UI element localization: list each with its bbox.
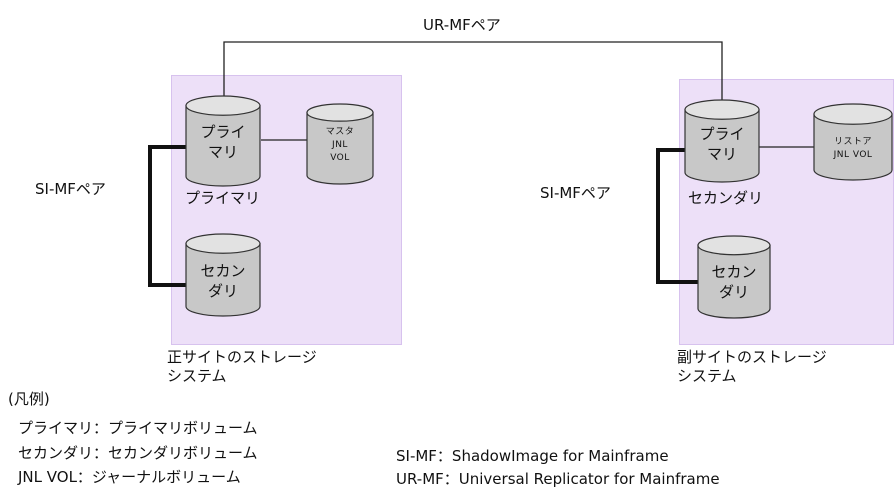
master-jnl-text: マスタ JNL VOL — [325, 127, 355, 163]
legend-item-primary: プライマリ：プライマリボリューム — [18, 419, 258, 437]
legend-item-jnl: JNL VOL：ジャーナルボリューム — [18, 468, 241, 486]
legend-abbrev-ur-mf: UR-MF：Universal Replicator for Mainframe — [396, 470, 720, 488]
ur-mf-pair-label: UR-MFペア — [423, 16, 501, 34]
si-mf-pair-label-right: SI-MFペア — [540, 184, 611, 202]
primary-volume-cylinder-right — [684, 99, 760, 183]
primary-volume-text-left: プライ マリ — [200, 123, 246, 161]
legend-abbrev-si-mf: SI-MF：ShadowImage for Mainframe — [396, 447, 669, 465]
secondary-volume-text-left: セカン ダリ — [200, 262, 246, 300]
si-mf-pair-line-left — [148, 145, 187, 287]
secondary-site-label: 副サイトのストレージ システム — [677, 348, 827, 385]
ur-mf-pair-line — [223, 41, 723, 100]
si-mf-pair-line-right — [656, 148, 698, 284]
secondary-volume-cylinder-right — [697, 235, 771, 319]
secondary-volume-text-right: セカン ダリ — [711, 263, 757, 301]
restore-jnl-cylinder — [813, 103, 893, 181]
primary-caption-left: プライマリ — [185, 189, 261, 207]
primary-volume-cylinder-left — [185, 95, 261, 187]
legend-item-secondary: セカンダリ：セカンダリボリューム — [18, 444, 258, 462]
primary-site-label: 正サイトのストレージ システム — [167, 348, 317, 385]
primary-caption-right: セカンダリ — [688, 189, 764, 207]
master-jnl-cylinder — [306, 103, 374, 185]
restore-jnl-text: リストア JNL VOL — [833, 137, 873, 160]
secondary-volume-cylinder-left — [185, 233, 261, 317]
legend-heading: (凡例) — [8, 390, 50, 408]
primary-volume-text-right: プライ マリ — [699, 125, 745, 163]
si-mf-pair-label-left: SI-MFペア — [35, 180, 106, 198]
